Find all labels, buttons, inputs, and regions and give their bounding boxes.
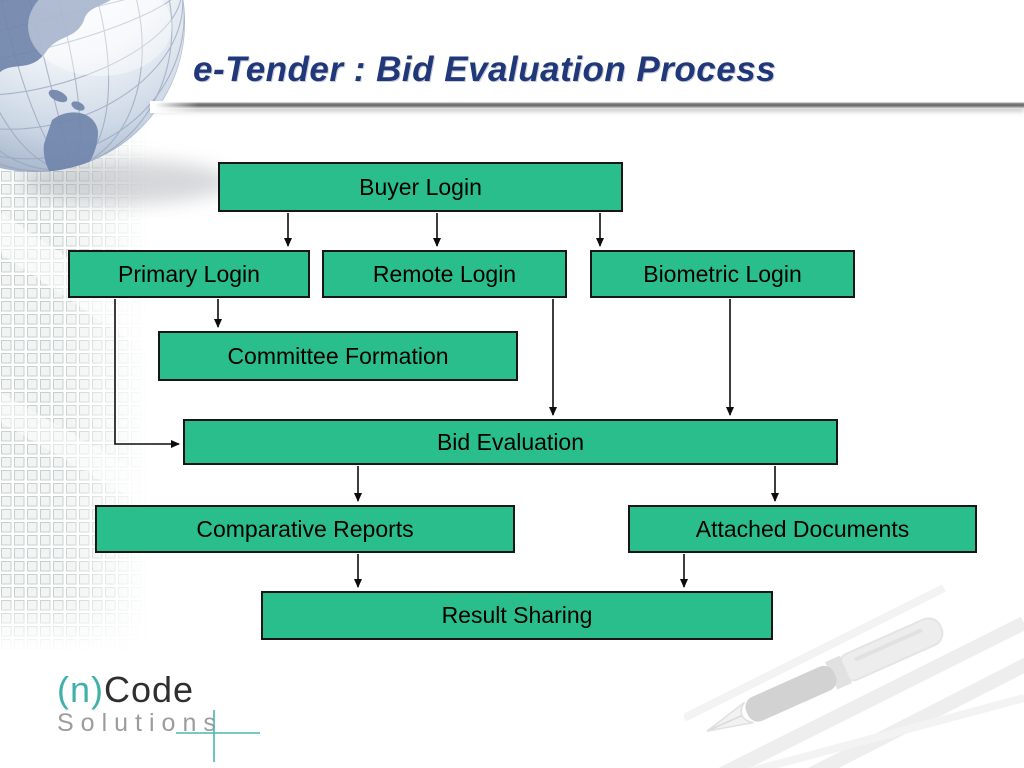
flow-node-bid-evaluation: Bid Evaluation bbox=[183, 419, 838, 465]
flow-node-result-sharing: Result Sharing bbox=[261, 591, 773, 640]
flow-node-remote-login: Remote Login bbox=[322, 250, 567, 298]
slide-title: e-Tender : Bid Evaluation Process bbox=[193, 50, 777, 89]
logo-n-mark: (n) bbox=[57, 669, 104, 710]
flow-node-buyer-login: Buyer Login bbox=[218, 162, 623, 212]
flow-node-biometric-login: Biometric Login bbox=[590, 250, 855, 298]
logo-name-text: Code bbox=[104, 669, 195, 710]
logo-wordmark: (n)Code bbox=[57, 672, 223, 708]
logo-tagline-text: Solutions bbox=[57, 709, 223, 737]
flow-node-primary-login: Primary Login bbox=[68, 250, 310, 298]
background-texture bbox=[0, 92, 150, 652]
title-divider bbox=[150, 101, 1024, 113]
flow-node-committee-formation: Committee Formation bbox=[158, 331, 518, 381]
ncode-logo: (n)Code Solutions bbox=[57, 672, 223, 736]
flow-node-comparative-reports: Comparative Reports bbox=[95, 505, 515, 553]
flow-node-attached-documents: Attached Documents bbox=[628, 505, 977, 553]
